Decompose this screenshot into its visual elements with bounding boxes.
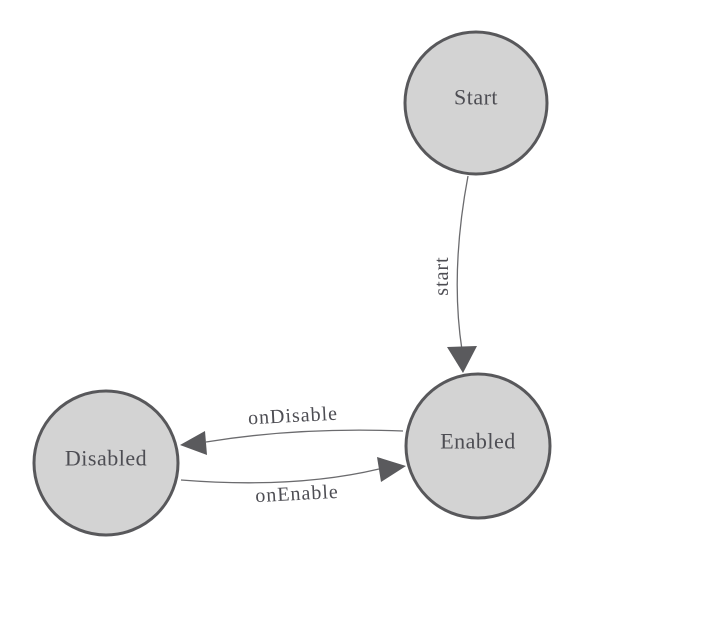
arrowhead-icon [377, 457, 406, 482]
node-label: Start [454, 85, 498, 110]
arrowhead-icon [180, 431, 207, 455]
edge-line [180, 468, 380, 484]
edge-start-to-enabled: start [431, 175, 477, 373]
edge-enabled-to-disabled: onDisable [180, 403, 404, 455]
edge-line [205, 429, 404, 443]
node-start: Start [403, 30, 549, 176]
state-circle [32, 389, 180, 537]
edge-label-start: start [431, 256, 453, 295]
state-circle [403, 30, 549, 176]
node-disabled: Disabled [32, 389, 180, 537]
arrowhead-icon [447, 346, 477, 373]
state-circle [404, 372, 552, 520]
node-label: Disabled [65, 446, 147, 471]
edge-label-onenable: onEnable [255, 481, 340, 507]
edge-disabled-to-enabled: onEnable [180, 457, 406, 507]
edge-line [456, 175, 469, 351]
node-label: Enabled [440, 429, 516, 454]
node-enabled: Enabled [404, 372, 552, 520]
edge-label-ondisable: onDisable [247, 403, 338, 430]
